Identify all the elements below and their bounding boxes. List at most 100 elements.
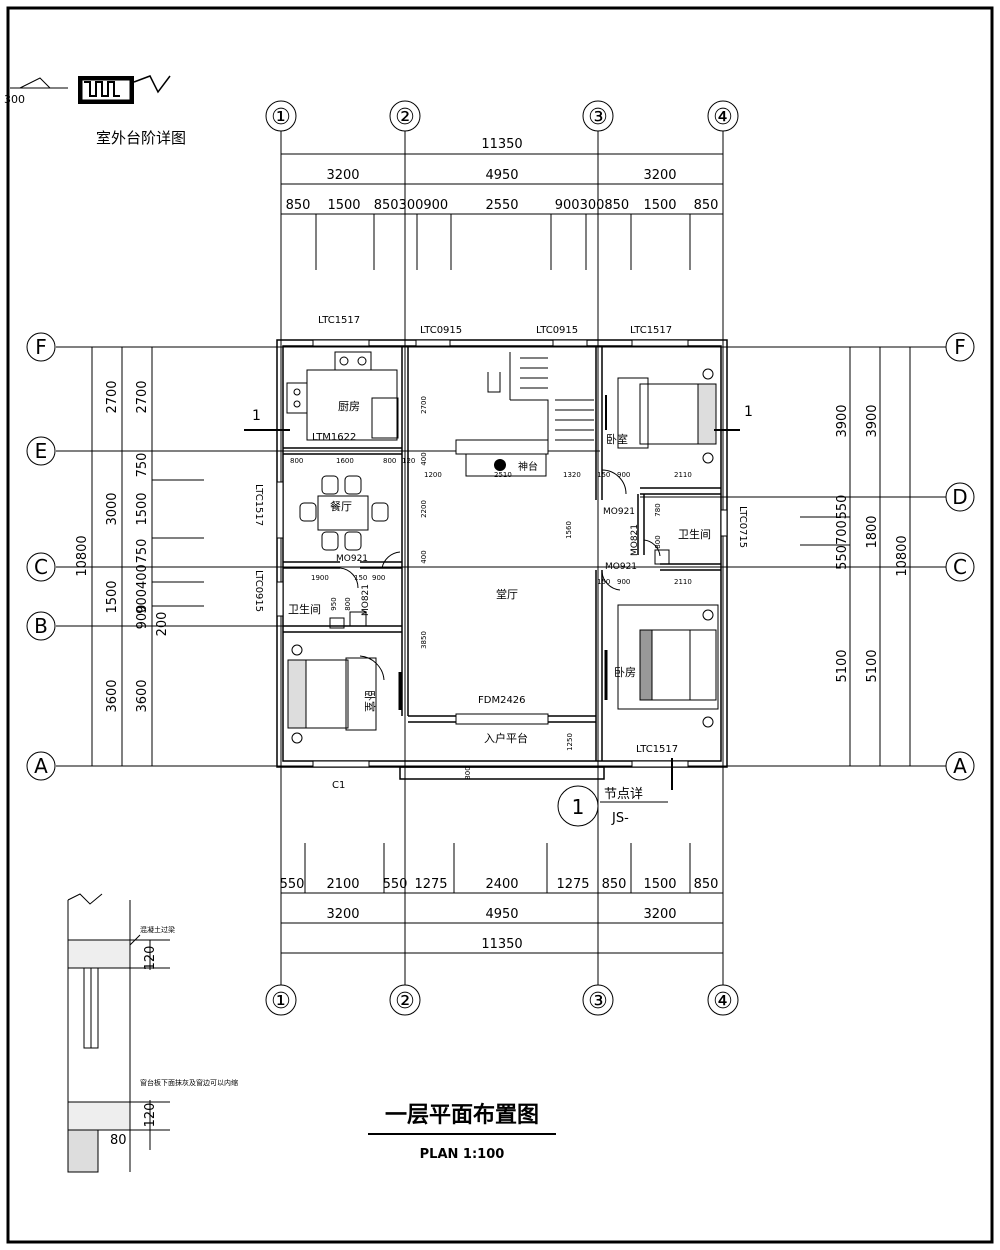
dim-left-inner-2: 750 [135, 453, 150, 478]
section-mark-right: 1 [744, 404, 753, 420]
dim-top-seg-5: 900300850 [555, 198, 629, 213]
dim-bot-seg-9: 850 [694, 877, 719, 892]
dim-right-inner-3: 550700 [835, 520, 850, 570]
dims-top [280, 153, 723, 270]
dims-left [91, 347, 204, 766]
shrine-label: 神台 [518, 460, 538, 473]
windows [276, 339, 728, 768]
room-kitchen: 厨房 [338, 400, 360, 413]
dim-top-seg-4: 2550 [485, 198, 518, 213]
dim-left-inner-6: 900 [135, 605, 150, 630]
dim-top-seg-3: 850300900 [374, 198, 448, 213]
detail-callout-text: 节点详 [604, 787, 643, 802]
label-kitchen-door: LTM1622 [312, 432, 356, 443]
axis-col-2-top: ② [395, 105, 415, 130]
dims-bottom-text: 550 2100 550 1275 2400 1275 850 1500 850… [280, 877, 719, 952]
dim-top-seg-7: 850 [694, 198, 719, 213]
dim-top-seg-1: 850 [286, 198, 311, 213]
axis-row-C-left: C [34, 555, 48, 579]
axis-col-3-bottom: ③ [588, 989, 608, 1014]
dim-l-2200: 2200 [420, 500, 428, 518]
dim-bot-seg-7: 850 [602, 877, 627, 892]
axis-row-E-left: E [35, 439, 48, 463]
dim-k-800b: 800 [383, 457, 396, 465]
dim-s-2510: 2510 [494, 471, 512, 479]
dim-bot-seg-4: 1275 [414, 877, 447, 892]
room-bath-left: 卫生间 [288, 602, 321, 616]
dim-right-bay-1: 3900 [865, 404, 880, 437]
dim-left-inner-5: 900400 [135, 564, 150, 614]
dim-bot-bay-2: 4950 [485, 907, 518, 922]
door-swings [339, 469, 661, 681]
room-living: 堂厅 [496, 588, 518, 601]
dim-s-1320: 1320 [563, 471, 581, 479]
dim-top-bay-3: 3200 [643, 168, 676, 183]
detail-callout: 1 节点详 JS- [557, 785, 668, 827]
axis-col-4-top: ④ [713, 105, 733, 130]
axis-grid-horizontal [56, 346, 946, 767]
dims-right-text: 3900 550 550700 5100 3900 1800 5100 1080… [835, 404, 910, 682]
room-dining: 餐厅 [330, 499, 352, 513]
dim-left-inner-4: 750 [135, 539, 150, 564]
label-front-door: FDM2426 [478, 695, 526, 706]
dim-b-800: 800 [344, 597, 352, 610]
dim-k-1600: 1600 [336, 457, 354, 465]
axis-bubbles-left: F E C B A [26, 332, 56, 781]
dim-bot-seg-3: 550 [383, 877, 408, 892]
label-c1: C1 [332, 780, 345, 791]
wall-section-detail [67, 893, 170, 1173]
dim-left-bay-2: 3000 [105, 492, 120, 525]
dim-top-overall: 11350 [481, 137, 522, 152]
dim-r2-900: 900 [617, 578, 630, 586]
axis-row-D-right: D [952, 485, 967, 509]
dim-left-bay-1: 2700 [105, 380, 120, 413]
dim-s-2700: 2700 [420, 396, 428, 414]
wall-dim-2: 120 [143, 1103, 158, 1128]
bed-ne [605, 368, 717, 464]
dim-top-seg-2: 1500 [327, 198, 360, 213]
label-door-dining: MO921 [336, 554, 368, 564]
dim-b-150: 150 [354, 574, 367, 582]
dim-r-1560: 1560 [565, 521, 573, 539]
dim-k-800a: 800 [290, 457, 303, 465]
dims-left-text: 10800 2700 3000 1500 3600 2700 750 1500 … [75, 380, 170, 712]
dim-left-inner-8: 3600 [135, 679, 150, 712]
dims-top-text: 11350 3200 4950 3200 850 1500 850300900 … [286, 137, 719, 213]
dim-right-inner-1: 3900 [835, 404, 850, 437]
label-door-ne: MO921 [603, 507, 635, 517]
label-w-f2: LTC0915 [420, 325, 462, 336]
wall-note-bottom: 窗台板下面抹灰及窗边可以内缩 [140, 1078, 238, 1087]
dim-r2-2110: 2110 [674, 578, 692, 586]
room-labels: 厨房 餐厅 卫生间 卧室 卧室 卫生间 卧房 堂厅 入户平台 [288, 400, 711, 745]
dim-left-bay-3: 1500 [105, 580, 120, 613]
dim-left-inner-1: 2700 [135, 380, 150, 413]
room-bath-right: 卫生间 [678, 527, 711, 541]
dim-right-inner-4: 5100 [835, 649, 850, 682]
dim-bot-seg-5: 2400 [485, 877, 518, 892]
title-block: 一层平面布置图 PLAN 1:100 [368, 1102, 556, 1162]
axis-row-F-left: F [35, 335, 47, 359]
dim-left-bay-4: 3600 [105, 679, 120, 712]
axis-col-3-top: ③ [588, 105, 608, 130]
axis-row-F-right: F [954, 335, 966, 359]
right-bath-fixtures [654, 549, 670, 565]
dim-r-900: 900 [617, 471, 630, 479]
dim-r-780: 780 [654, 503, 662, 516]
dim-left-inner-7: 200 [155, 612, 170, 637]
axis-col-2-bottom: ② [395, 989, 415, 1014]
label-door-se: MO921 [605, 562, 637, 572]
dims-right [800, 347, 911, 766]
section-marks [244, 429, 740, 790]
label-w-f4: LTC1517 [630, 325, 672, 336]
dim-k-120: 120 [402, 457, 415, 465]
dim-b-950: 950 [330, 597, 338, 610]
opening-labels: LTC1517 LTC0915 LTC0915 LTC1517 LTM1622 … [253, 315, 748, 791]
label-west-win-2: LTC0915 [253, 570, 264, 612]
drawing-scale: PLAN 1:100 [420, 1147, 505, 1162]
dim-b-1900: 1900 [311, 574, 329, 582]
axis-grid-vertical [280, 131, 724, 985]
dim-s-400: 400 [420, 452, 428, 465]
step-detail-label: 室外台阶详图 [96, 129, 186, 147]
dim-left-overall: 10800 [75, 535, 90, 576]
